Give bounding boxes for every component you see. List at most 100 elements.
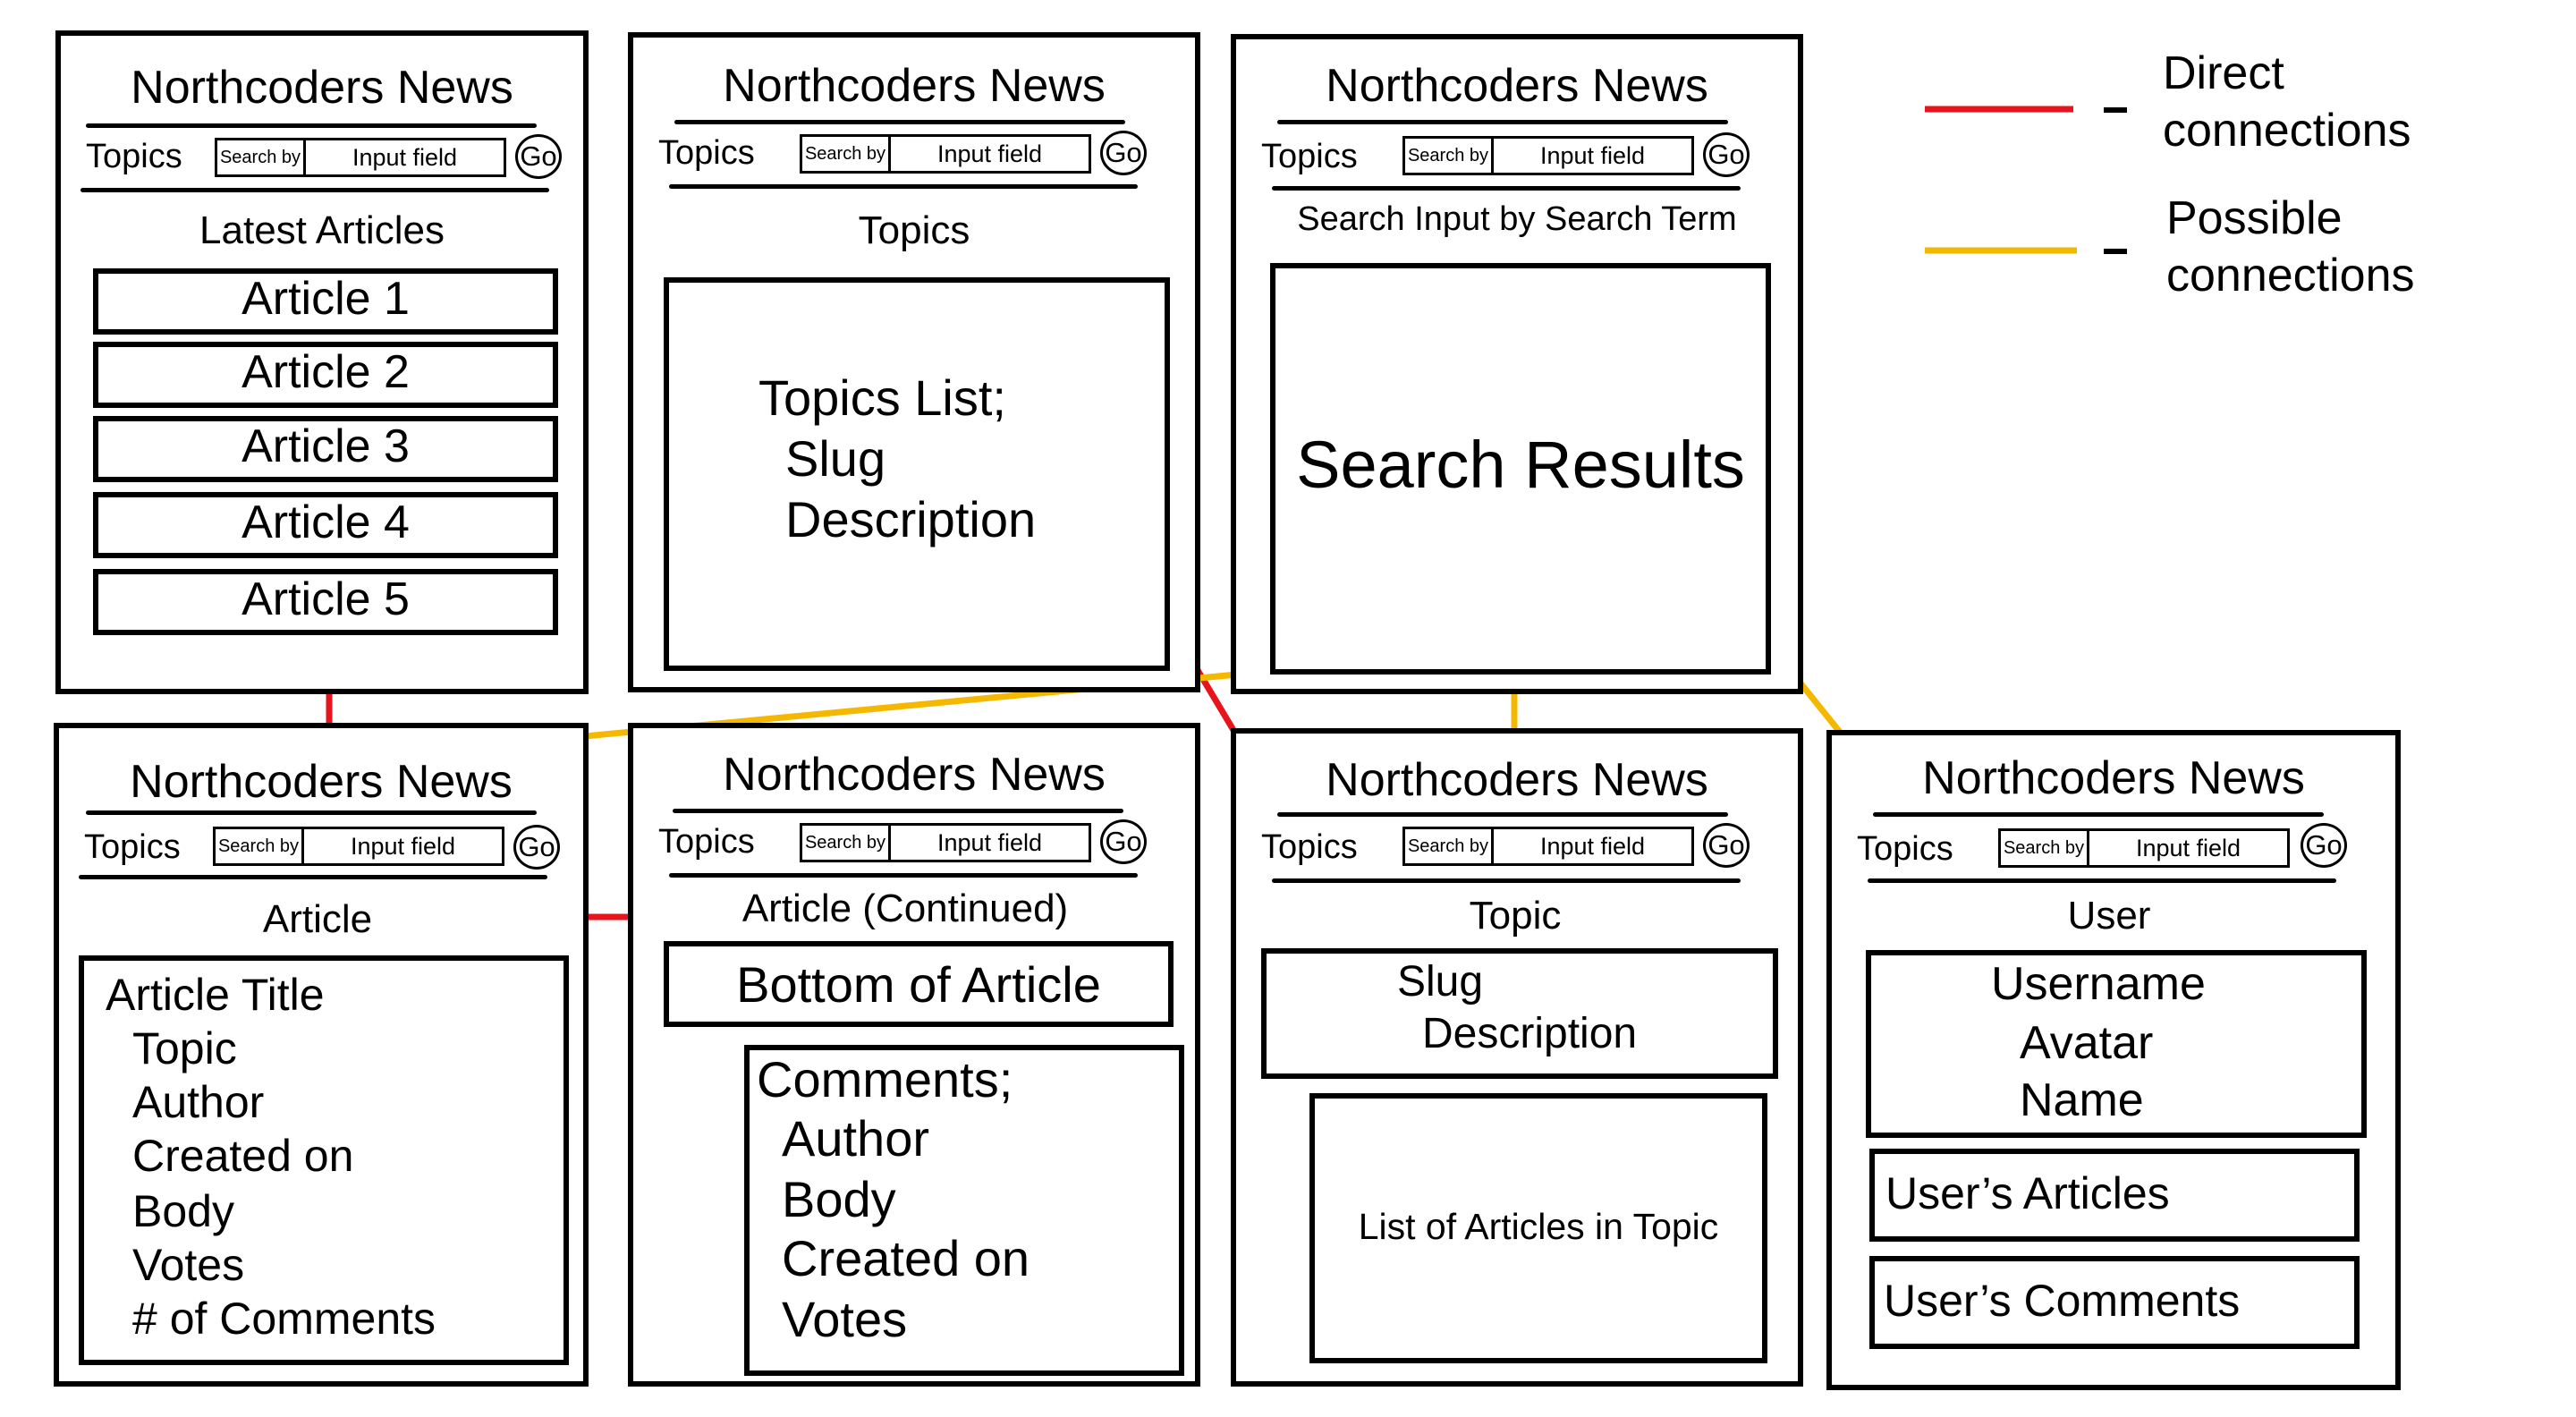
search-input[interactable] <box>891 826 1089 860</box>
article-card[interactable]: Article 1 <box>93 268 558 335</box>
site-title[interactable]: Northcoders News <box>723 749 1106 801</box>
go-button[interactable]: Go <box>1100 819 1147 864</box>
search-box: Search by <box>1998 828 2290 868</box>
site-title[interactable]: Northcoders News <box>723 60 1106 112</box>
search-by-dropdown[interactable]: Search by <box>217 140 306 174</box>
nav-underline <box>1272 186 1741 191</box>
topics-nav-link[interactable]: Topics <box>1261 138 1358 175</box>
user-name-field: Name <box>2020 1074 2144 1126</box>
go-button[interactable]: Go <box>1100 131 1147 175</box>
go-button[interactable]: Go <box>513 825 560 870</box>
user-profile-panel: Username Avatar Name <box>1866 950 2367 1138</box>
nav-underline <box>669 873 1138 878</box>
comment-body-field: Body <box>782 1171 896 1227</box>
comment-votes-field: Votes <box>782 1291 908 1347</box>
article-topic-field: Topic <box>132 1023 237 1073</box>
user-comments-label: User’s Comments <box>1884 1276 2241 1326</box>
topics-nav-link[interactable]: Topics <box>84 828 181 866</box>
search-input[interactable] <box>1494 829 1691 863</box>
title-underline <box>86 810 537 815</box>
go-button[interactable]: Go <box>2301 823 2347 868</box>
search-by-dropdown[interactable]: Search by <box>1405 829 1494 863</box>
user-avatar-field: Avatar <box>2020 1017 2154 1069</box>
article-card[interactable]: Article 4 <box>93 492 558 558</box>
article-card[interactable]: Article 3 <box>93 416 558 482</box>
home-page-wireframe: Northcoders News Topics Search by Go Lat… <box>55 30 589 694</box>
article-card[interactable]: Article 2 <box>93 342 558 408</box>
article-detail-panel: Article Title Topic Author Created on Bo… <box>79 955 569 1365</box>
page-heading: Topic <box>1469 894 1562 938</box>
title-underline <box>1277 812 1728 817</box>
user-articles-link[interactable]: User’s Articles <box>1869 1149 2360 1242</box>
go-button[interactable]: Go <box>1703 132 1750 177</box>
topics-nav-link[interactable]: Topics <box>86 138 182 175</box>
topic-slug-field: Slug <box>1397 958 1484 1005</box>
topics-page-wireframe: Northcoders News Topics Search by Go Top… <box>628 32 1200 692</box>
title-underline <box>1873 812 2324 817</box>
search-by-dropdown[interactable]: Search by <box>1405 139 1494 173</box>
nav-underline <box>1868 878 2336 883</box>
page-heading: Search Input by Search Term <box>1297 200 1737 238</box>
search-box: Search by <box>800 134 1091 174</box>
topic-field-slug: Slug <box>785 430 886 487</box>
search-box: Search by <box>213 827 504 866</box>
article-created-field: Created on <box>132 1131 354 1181</box>
site-title[interactable]: Northcoders News <box>1922 752 2305 804</box>
article-author-field: Author <box>132 1077 265 1127</box>
site-title[interactable]: Northcoders News <box>130 756 513 808</box>
site-title[interactable]: Northcoders News <box>1326 60 1708 112</box>
page-heading: Latest Articles <box>199 208 445 252</box>
topics-nav-link[interactable]: Topics <box>658 134 755 172</box>
search-by-dropdown[interactable]: Search by <box>802 137 891 171</box>
go-button[interactable]: Go <box>1703 823 1750 868</box>
topics-list-panel: Topics List; Slug Description <box>664 277 1170 671</box>
bottom-of-article-label: Bottom of Article <box>736 956 1101 1013</box>
site-title[interactable]: Northcoders News <box>131 62 513 114</box>
comment-author-field: Author <box>782 1110 929 1167</box>
title-underline <box>86 123 537 128</box>
legend-dash <box>2104 249 2127 254</box>
search-input[interactable] <box>2089 831 2287 865</box>
article-page-wireframe: Northcoders News Topics Search by Go Art… <box>54 723 589 1387</box>
nav-underline <box>669 184 1138 189</box>
search-box: Search by <box>800 823 1091 862</box>
page-heading: Article <box>262 897 373 941</box>
topic-description-field: Description <box>1422 1010 1638 1057</box>
legend-direct-label: Direct connections <box>2163 47 2411 157</box>
search-input[interactable] <box>891 137 1089 171</box>
site-title[interactable]: Northcoders News <box>1326 754 1708 806</box>
search-by-dropdown[interactable]: Search by <box>2001 831 2089 865</box>
page-heading: Topics <box>858 208 970 252</box>
search-results-panel: Search Results <box>1270 263 1771 675</box>
comments-panel: Comments; Author Body Created on Votes <box>744 1045 1184 1376</box>
topic-info-panel: Slug Description <box>1261 948 1778 1079</box>
search-box: Search by <box>215 138 506 177</box>
search-box: Search by <box>1402 136 1694 175</box>
legend-possible-label: Possible connections <box>2166 192 2415 301</box>
article-card[interactable]: Article 5 <box>93 569 558 635</box>
topics-nav-link[interactable]: Topics <box>1261 828 1358 866</box>
topic-field-description: Description <box>785 491 1037 547</box>
page-heading: Article (Continued) <box>741 887 1069 930</box>
topics-nav-link[interactable]: Topics <box>1857 830 1953 868</box>
nav-underline <box>80 188 549 192</box>
topic-page-wireframe: Northcoders News Topics Search by Go Top… <box>1231 728 1803 1387</box>
user-page-wireframe: Northcoders News Topics Search by Go Use… <box>1826 730 2401 1390</box>
search-input[interactable] <box>306 140 504 174</box>
topics-nav-link[interactable]: Topics <box>658 823 755 861</box>
page-heading: User <box>2067 894 2151 938</box>
user-comments-link[interactable]: User’s Comments <box>1869 1256 2360 1349</box>
search-by-dropdown[interactable]: Search by <box>216 829 304 863</box>
title-underline <box>673 809 1123 813</box>
search-by-dropdown[interactable]: Search by <box>802 826 891 860</box>
user-articles-label: User’s Articles <box>1885 1168 2170 1218</box>
search-input[interactable] <box>1494 139 1691 173</box>
topics-list-title: Topics List; <box>758 369 1006 426</box>
title-underline <box>1277 120 1728 124</box>
go-button[interactable]: Go <box>515 134 562 179</box>
search-results-label: Search Results <box>1296 428 1745 502</box>
article-comment-count-field: # of Comments <box>132 1294 436 1344</box>
search-input[interactable] <box>304 829 502 863</box>
article-votes-field: Votes <box>132 1240 245 1290</box>
nav-underline <box>79 875 547 879</box>
